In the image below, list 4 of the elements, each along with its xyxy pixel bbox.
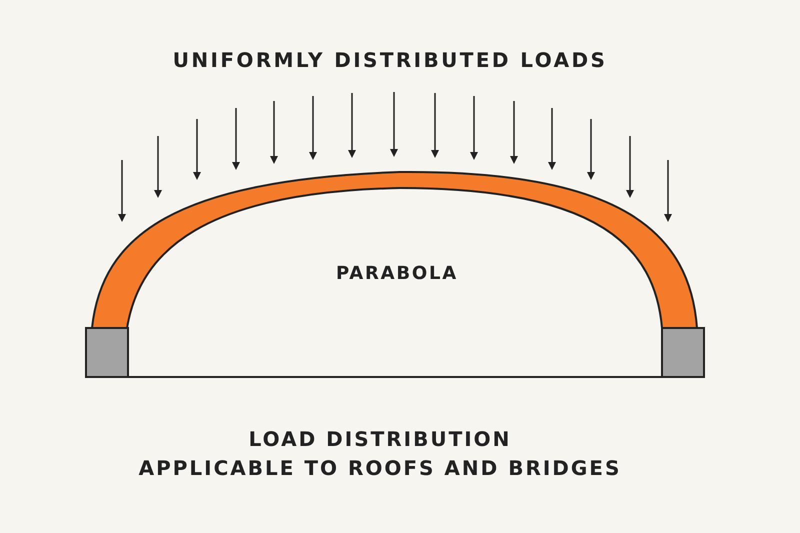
title: UNIFORMLY DISTRIBUTED LOADS — [172, 47, 608, 74]
text-label: LOAD DISTRIBUTION — [248, 426, 512, 453]
text-label: PARABOLA — [336, 262, 458, 286]
text-label: APPLICABLE TO ROOFS AND BRIDGES — [138, 455, 622, 482]
